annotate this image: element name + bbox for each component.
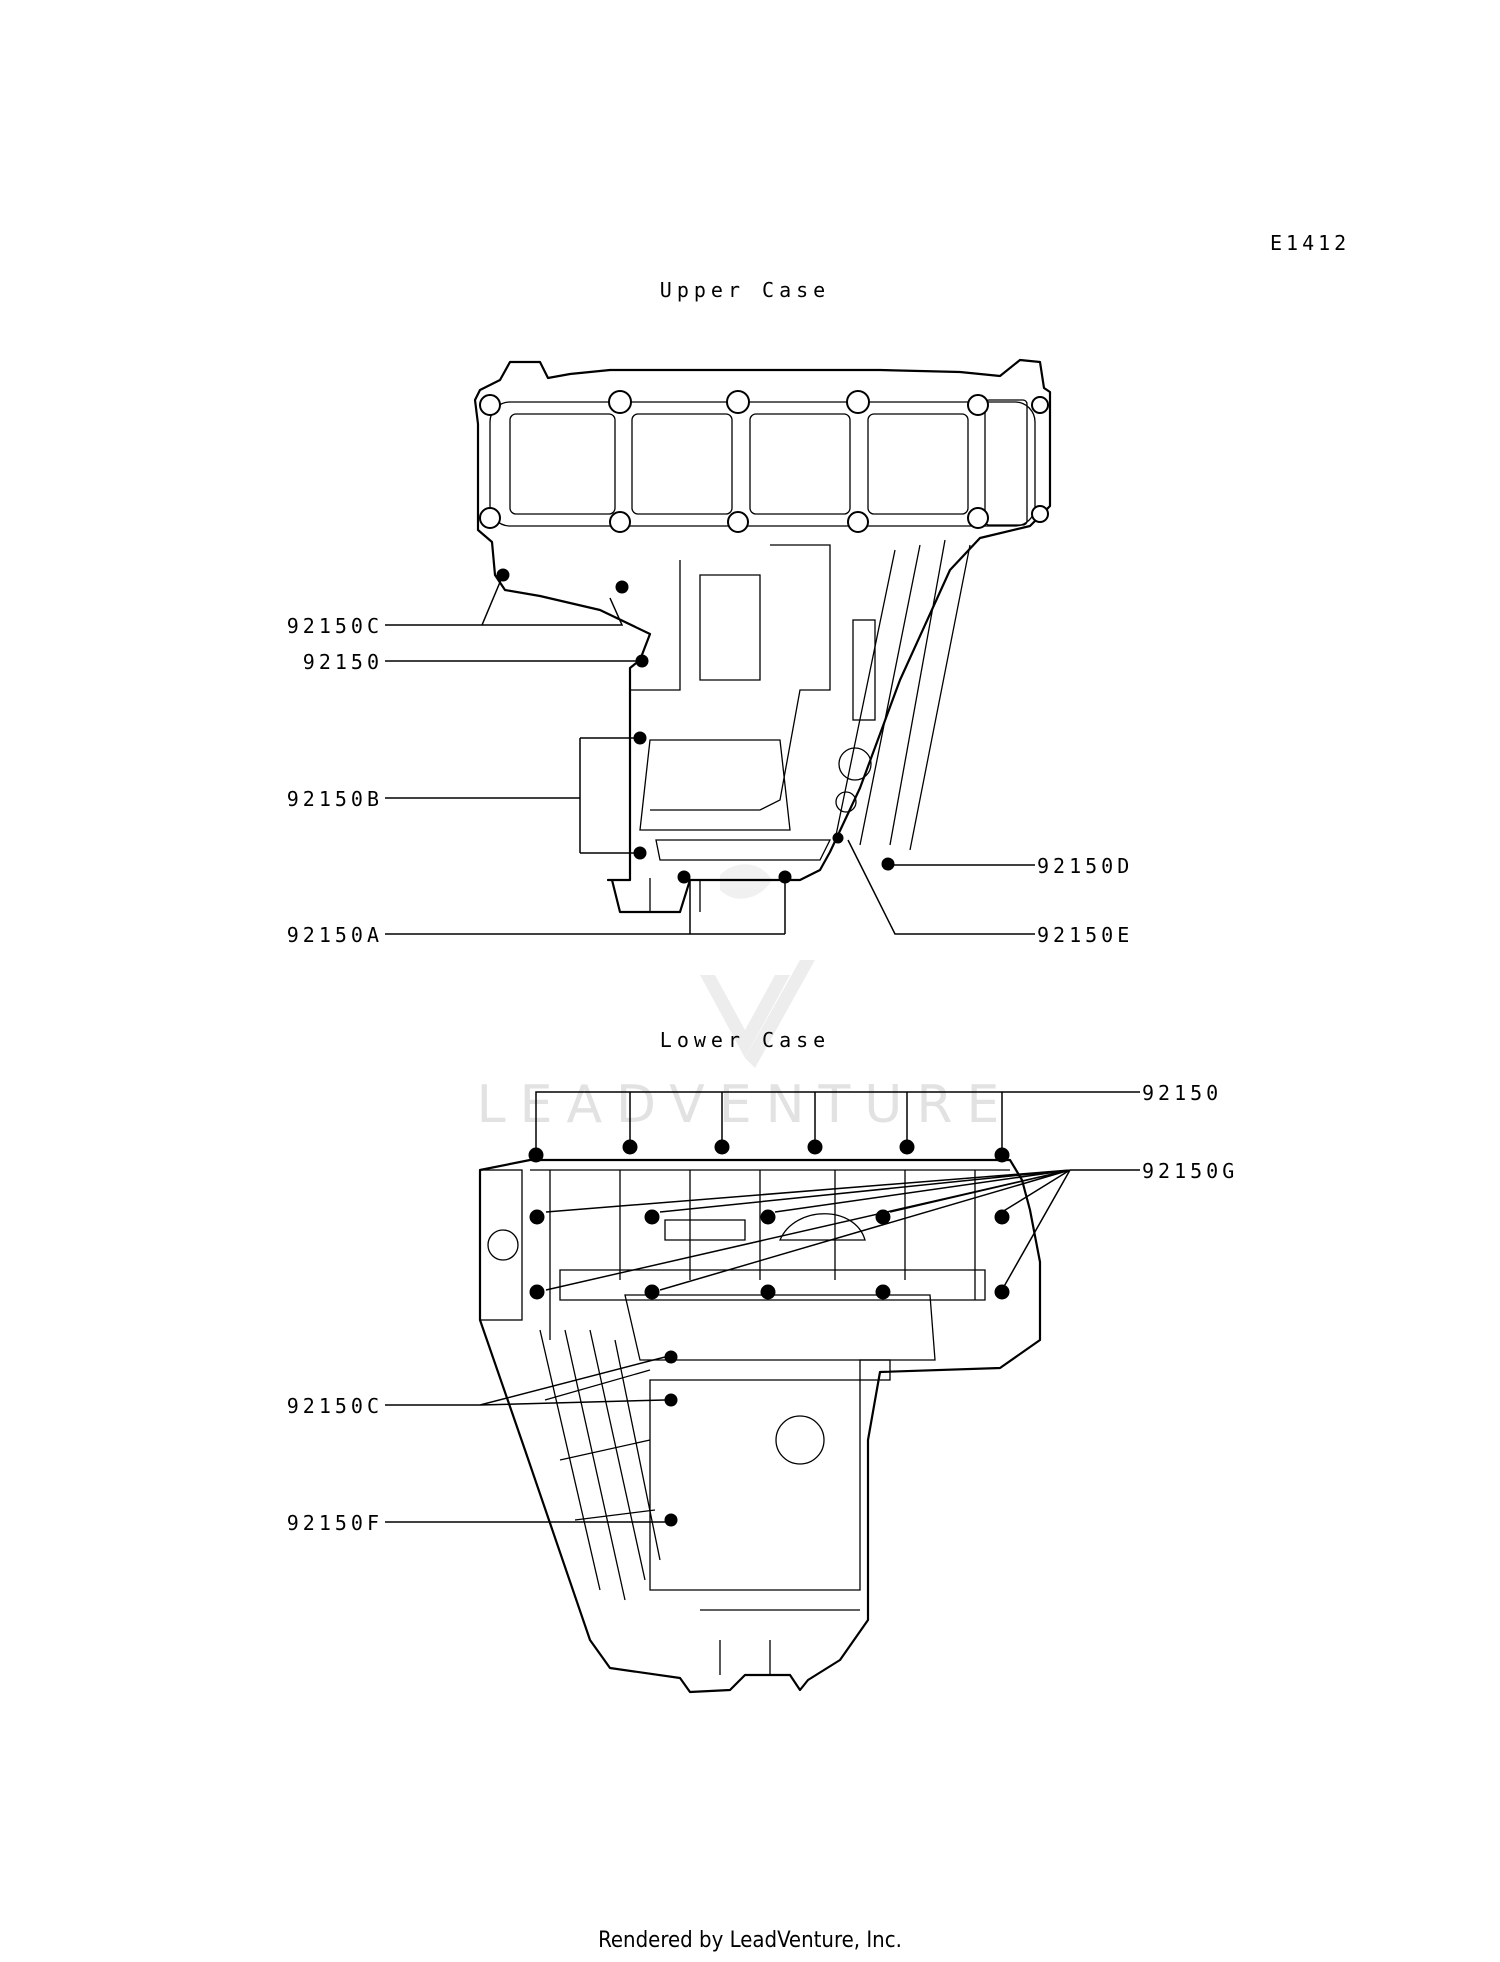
callout-92150e-upper: 92150E xyxy=(1037,923,1133,947)
callout-92150c-lower: 92150C xyxy=(287,1394,383,1418)
callout-92150a-upper: 92150A xyxy=(287,923,383,947)
callout-92150d-upper: 92150D xyxy=(1037,854,1133,878)
watermark-text: LEADVENTURE xyxy=(477,1075,1014,1135)
callout-92150c-upper: 92150C xyxy=(287,614,383,638)
lower-case-leaders xyxy=(385,1091,1140,1523)
callout-92150g-lower: 92150G xyxy=(1142,1159,1238,1183)
callout-92150f-lower: 92150F xyxy=(287,1511,383,1535)
lower-case-title: Lower Case xyxy=(660,1028,830,1052)
callout-92150-lower: 92150 xyxy=(1142,1081,1222,1105)
lower-case-labels: 92150 92150G 92150C 92150F xyxy=(287,1081,1238,1535)
upper-case-leaders xyxy=(385,574,1035,935)
callout-92150b-upper: 92150B xyxy=(287,787,383,811)
diagram-code: E1412 xyxy=(1270,231,1350,255)
lower-case-drawing xyxy=(478,1139,1042,1694)
upper-case-drawing xyxy=(473,358,1052,914)
callout-92150-upper: 92150 xyxy=(303,650,383,674)
upper-case-title: Upper Case xyxy=(660,278,830,302)
upper-case-labels: 92150C 92150 92150B 92150A 92150D 92150E xyxy=(287,614,1133,947)
footer-credit: Rendered by LeadVenture, Inc. xyxy=(598,1928,902,1953)
watermark-logo xyxy=(700,864,815,1068)
